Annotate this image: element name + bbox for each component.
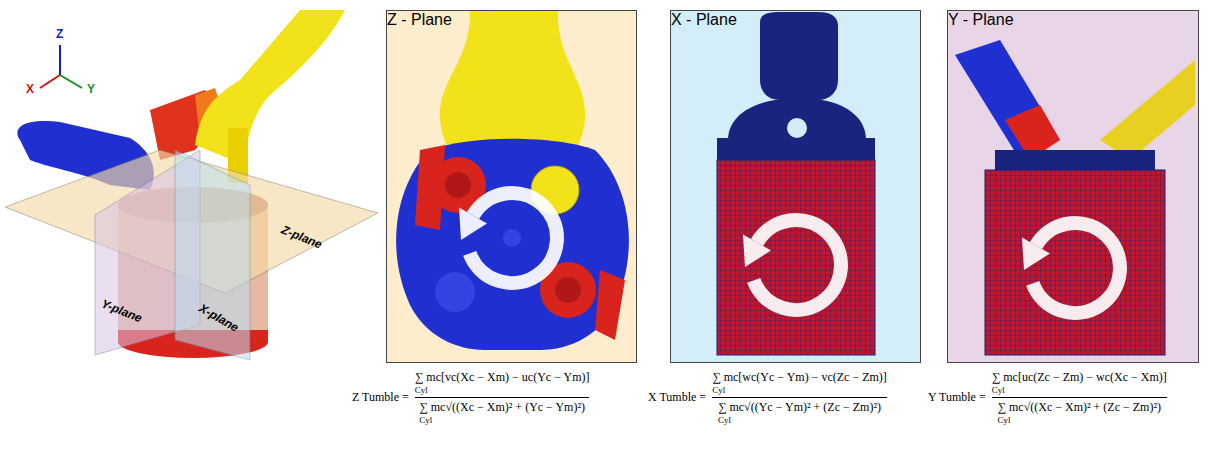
numerator-text: ∑ mc[wc(Yc − Ym) − vc(Zc − Zm)] <box>712 370 887 385</box>
port-edge <box>595 270 625 340</box>
cylinder-mesh <box>717 160 875 355</box>
denominator: ∑ mc√((Yc − Ym)² + (Zc − Zm)²)Cyl <box>718 400 881 425</box>
numerator: ∑ mc[vc(Xc − Xm) − uc(Yc − Ym)]Cyl <box>415 370 590 395</box>
panel-heading: X - Plane <box>671 11 920 29</box>
fraction-bar <box>415 397 590 398</box>
exhaust-port <box>955 40 1060 160</box>
panel-ground <box>386 10 637 363</box>
x-axis <box>40 75 60 88</box>
plane-panel: Z - Plane <box>386 10 637 363</box>
denominator-text: ∑ mc√((Yc − Ym)² + (Zc − Zm)²) <box>718 400 881 415</box>
fraction-bar <box>992 397 1167 398</box>
sum-index: Cyl <box>419 415 585 425</box>
sum-index: Cyl <box>997 415 1161 425</box>
cylinder-head <box>995 150 1155 172</box>
formula-name: X Tumble = <box>648 390 706 405</box>
plane-panel: X - Plane <box>670 10 921 363</box>
panel-ground <box>670 10 921 363</box>
sum-index: Cyl <box>712 385 887 395</box>
denominator: ∑ mc√((Xc − Xm)² + (Yc − Ym)²)Cyl <box>419 400 585 425</box>
denominator: ∑ mc√((Xc − Xm)² + (Zc − Zm)²)Cyl <box>997 400 1161 425</box>
tumble-formula: Y Tumble = ∑ mc[uc(Zc − Zm) − wc(Xc − Xm)… <box>928 370 1167 425</box>
numerator: ∑ mc[wc(Yc − Ym) − vc(Zc − Zm)]Cyl <box>712 370 887 395</box>
numerator: ∑ mc[uc(Zc − Zm) − wc(Xc − Xm)]Cyl <box>992 370 1167 395</box>
denominator-text: ∑ mc√((Xc − Xm)² + (Zc − Zm)²) <box>997 400 1161 415</box>
tumble-arrow <box>1022 223 1120 313</box>
combustion-chamber <box>396 139 629 350</box>
fraction-bar <box>712 397 887 398</box>
formula-name: Y Tumble = <box>928 390 986 405</box>
intake-port <box>195 10 345 165</box>
z-axis <box>59 45 61 75</box>
formula-name: Z Tumble = <box>352 390 409 405</box>
intake-port <box>1100 60 1195 160</box>
sum-index: Cyl <box>992 385 1167 395</box>
fraction: ∑ mc[wc(Yc − Ym) − vc(Zc − Zm)]Cyl∑ mc√(… <box>712 370 887 425</box>
tumble-formula: X Tumble = ∑ mc[wc(Yc − Ym) − vc(Zc − Zm)… <box>648 370 887 425</box>
tumble-arrow <box>459 193 557 283</box>
axis-triad <box>40 45 82 88</box>
plane-panel: Y - Plane <box>947 10 1199 363</box>
tumble-arrow <box>743 220 841 310</box>
sum-index: Cyl <box>415 385 590 395</box>
port-section <box>760 12 838 100</box>
port-gap <box>787 118 807 138</box>
axis-label: Y <box>87 82 95 96</box>
fraction: ∑ mc[vc(Xc − Xm) − uc(Yc − Ym)]Cyl∑ mc√(… <box>415 370 590 425</box>
y-axis <box>60 75 82 88</box>
panel-heading: Y - Plane <box>948 11 1198 29</box>
sum-index: Cyl <box>718 415 881 425</box>
exhaust-valve <box>435 272 475 312</box>
port-section <box>728 100 866 140</box>
denominator-text: ∑ mc√((Xc − Xm)² + (Yc − Ym)²) <box>419 400 585 415</box>
valve-seat <box>555 277 581 303</box>
axis-label: Z <box>56 27 63 41</box>
cylinder-head <box>717 138 875 160</box>
spark-plug <box>503 229 521 247</box>
panel-heading: Z - Plane <box>387 11 636 29</box>
fraction: ∑ mc[uc(Zc − Zm) − wc(Xc − Xm)]Cyl∑ mc√(… <box>992 370 1167 425</box>
tumble-formula: Z Tumble = ∑ mc[vc(Xc − Xm) − uc(Yc − Ym)… <box>352 370 589 425</box>
numerator-text: ∑ mc[uc(Zc − Zm) − wc(Xc − Xm)] <box>992 370 1167 385</box>
panel-ground <box>947 10 1199 363</box>
numerator-text: ∑ mc[vc(Xc − Xm) − uc(Yc − Ym)] <box>415 370 590 385</box>
x-plane-sheet <box>175 150 250 360</box>
valve-seat <box>445 172 471 198</box>
axis-label: X <box>26 82 34 96</box>
cylinder-mesh <box>985 170 1165 355</box>
